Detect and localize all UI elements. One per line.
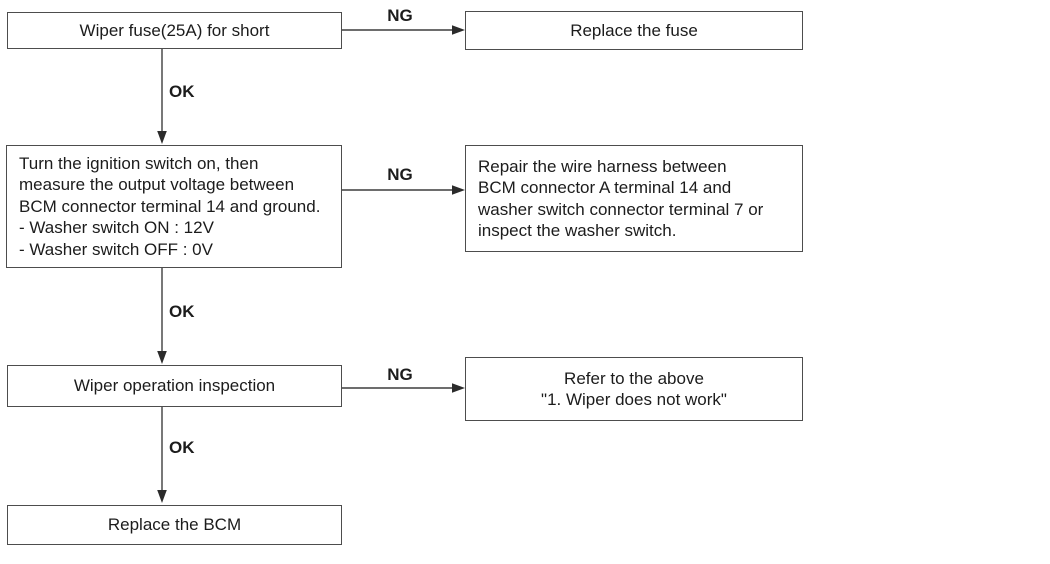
edge-label-ng-row2: NG	[387, 165, 413, 184]
edge-label-ng-row1: NG	[387, 6, 413, 25]
arrow-measure-voltage-to-wiper-inspection	[157, 268, 167, 364]
node-replace-fuse-label: Replace the fuse	[570, 20, 698, 40]
node-wiper-inspection: Wiper operation inspection	[7, 365, 342, 407]
edge-label-ng-row3: NG	[387, 365, 413, 384]
node-repair-harness: Repair the wire harness between BCM conn…	[465, 145, 803, 252]
edge-label-ok-row3: OK	[169, 438, 195, 457]
edge-label-ok-row2: OK	[169, 302, 195, 321]
arrow-measure-voltage-to-repair-harness	[342, 185, 465, 195]
node-replace-fuse: Replace the fuse	[465, 11, 803, 50]
arrow-wiper-inspection-to-replace-bcm	[157, 407, 167, 503]
node-check-fuse-label: Wiper fuse(25A) for short	[79, 20, 270, 40]
node-check-fuse: Wiper fuse(25A) for short	[7, 12, 342, 49]
node-replace-bcm: Replace the BCM	[7, 505, 342, 545]
arrow-check-fuse-to-measure-voltage	[157, 49, 167, 144]
node-replace-bcm-label: Replace the BCM	[107, 515, 242, 535]
node-refer-above-label: Refer to the above "1. Wiper does not wo…	[541, 368, 727, 410]
node-repair-harness-label: Repair the wire harness between BCM conn…	[478, 156, 764, 241]
arrow-wiper-inspection-to-refer-above	[342, 383, 465, 393]
node-wiper-inspection-label: Wiper operation inspection	[73, 376, 276, 396]
node-measure-voltage-label: Turn the ignition switch on, then measur…	[19, 153, 321, 259]
node-refer-above: Refer to the above "1. Wiper does not wo…	[465, 357, 803, 421]
node-measure-voltage: Turn the ignition switch on, then measur…	[6, 145, 342, 268]
arrow-check-fuse-to-replace-fuse	[342, 25, 465, 35]
edge-label-ok-row1: OK	[169, 82, 195, 101]
